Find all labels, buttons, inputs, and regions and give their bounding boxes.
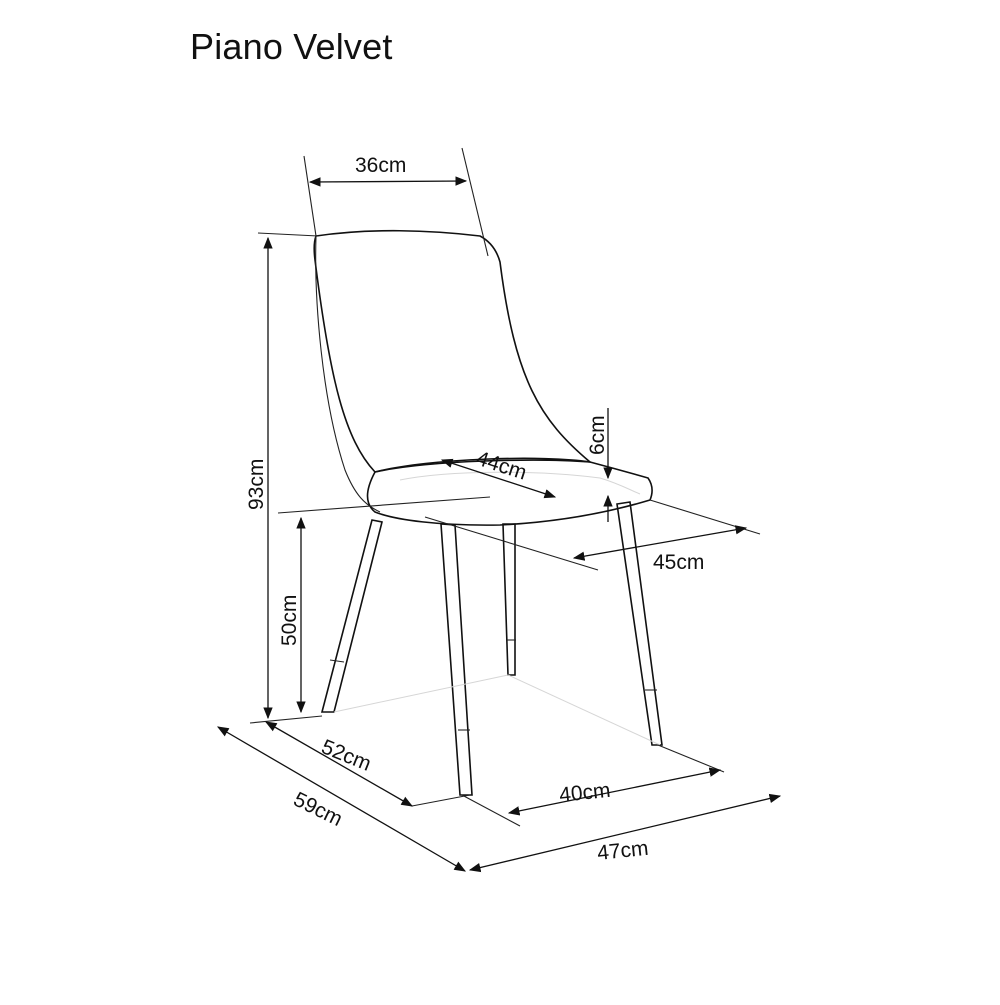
- label-total-height: 93cm: [245, 459, 268, 510]
- extension-line: [461, 147, 489, 257]
- dim-total-height: 93cm: [245, 232, 323, 724]
- dimension-line: [308, 176, 468, 187]
- backrest-outline: [313, 229, 593, 473]
- extension-line: [249, 715, 323, 724]
- front-center-leg: [440, 523, 473, 796]
- dimension-line: [468, 793, 782, 873]
- dim-seat-depth: 44cm: [440, 447, 557, 499]
- extension-line: [411, 794, 471, 807]
- backrest-side: [315, 235, 381, 513]
- dimension-line: [216, 726, 467, 872]
- dimension-line: [440, 458, 557, 499]
- label-total-width: 47cm: [596, 837, 649, 865]
- floor-line-right: [507, 674, 661, 746]
- label-total-depth: 59cm: [290, 788, 346, 831]
- dim-back-width: 36cm: [303, 147, 489, 257]
- dim-total-depth: 59cm: [216, 726, 521, 872]
- front-left-leg: [320, 519, 383, 713]
- extension-line: [257, 232, 319, 237]
- extension-line: [303, 155, 317, 237]
- dim-leg-width: 40cm: [507, 744, 725, 816]
- label-back-width: 36cm: [355, 154, 406, 177]
- floor-line-left: [333, 674, 509, 713]
- front-right-leg: [616, 501, 663, 746]
- label-seat-height: 50cm: [278, 595, 301, 646]
- dim-cushion-thickness: 6cm: [586, 408, 613, 522]
- dimension-line: [507, 767, 722, 816]
- seat-inner-contour: [399, 471, 641, 495]
- extension-line: [277, 496, 491, 514]
- label-leg-width: 40cm: [558, 779, 611, 807]
- label-seat-width: 45cm: [653, 551, 704, 574]
- dim-seat-width: 45cm: [424, 499, 761, 574]
- dimension-line: [572, 525, 748, 561]
- product-title: Piano Velvet: [190, 26, 393, 67]
- back-right-leg: [502, 523, 516, 676]
- chair-outline: [313, 229, 663, 796]
- extension-line: [424, 516, 599, 571]
- dim-seat-height: 50cm: [277, 496, 491, 714]
- leg-cap-left: [329, 659, 345, 663]
- label-cushion-thickness: 6cm: [586, 415, 609, 455]
- label-leg-depth: 52cm: [318, 735, 374, 776]
- extension-line: [461, 794, 521, 827]
- extension-line: [657, 744, 725, 773]
- dim-total-width: 47cm: [468, 793, 782, 873]
